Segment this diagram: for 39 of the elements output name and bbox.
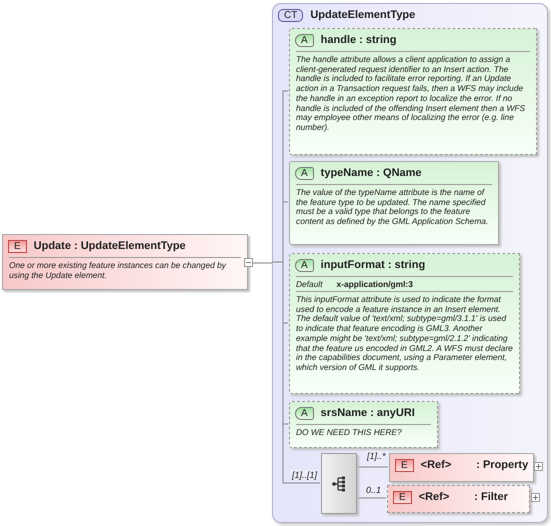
- description-text: This inputFormat attribute is used to indicate the format used to encode a feature instance in an Insert element. The default value of 'text/xml; subtype=gml/3.1.1' is used to indicate that feature encoding is GML3. Another example might be 'text/xml; subtype=gml/2.1.2' indicating that the feature us encoded in GML2. A WFS must declare in the capabilities document, using a Parameter element, which version of GML it supports.: [296, 291, 513, 373]
- element-box: [2, 234, 248, 290]
- description-text: The value of the typeName attribute is the name of the feature type to be updated. The name specified must be a valid type that belongs to the feature content as defined by the GML Application Schema.: [296, 184, 492, 227]
- node-title: <Ref>: [418, 491, 450, 503]
- cardinality-label: [1]..*: [366, 451, 387, 461]
- default-value: x-application/gml:3: [336, 279, 413, 289]
- connector-line: [356, 466, 388, 468]
- type-badge: A: [295, 166, 314, 180]
- attribute-box: [289, 28, 537, 155]
- complex-type-panel: [272, 3, 548, 523]
- node-title: <Ref>: [420, 459, 452, 471]
- type-badge: A: [295, 258, 314, 272]
- type-badge: A: [295, 406, 314, 420]
- element-box: [387, 485, 530, 513]
- cardinality-label: 0..1: [365, 485, 382, 495]
- node-title: : Filter: [474, 491, 508, 503]
- type-badge: A: [295, 34, 314, 46]
- attribute-box: [289, 161, 499, 245]
- description-text: DO WE NEED THIS HERE?: [296, 424, 431, 438]
- attribute-box: [289, 401, 438, 448]
- attribute-box: [289, 253, 520, 394]
- default-label: Default: [296, 279, 323, 289]
- cardinality-label: [1]..[1]: [291, 470, 318, 480]
- node-title: srsName : anyURI: [320, 407, 415, 419]
- connector-line: [272, 262, 320, 484]
- type-badge: E: [393, 490, 412, 504]
- compositor-box: [321, 453, 357, 514]
- node-title: handle : string: [320, 34, 396, 46]
- panel-title: UpdateElementType: [310, 9, 416, 21]
- description-text: The handle attribute allows a client application to assign a client-generated request identifier to an Insert action. The handle is included to facilitate error reporting. If an Update action in a Transaction request fails, then a WFS may include the handle in an exception report to localize the error. If no handle is included of the offending Insert element then a WFS may employee other means of localizing the error (e.g. line number).: [296, 51, 530, 133]
- node-title: : Property: [476, 459, 528, 471]
- element-box: [389, 453, 534, 482]
- node-title: typeName : QName: [320, 167, 422, 179]
- type-badge: E: [395, 458, 414, 472]
- type-badge: CT: [278, 8, 304, 22]
- description-text: One or more existing feature instances can be changed by using the Update element.: [9, 257, 241, 280]
- type-badge: E: [8, 240, 27, 252]
- node-title: Update : UpdateElementType: [34, 240, 186, 252]
- node-title: inputFormat : string: [320, 259, 426, 271]
